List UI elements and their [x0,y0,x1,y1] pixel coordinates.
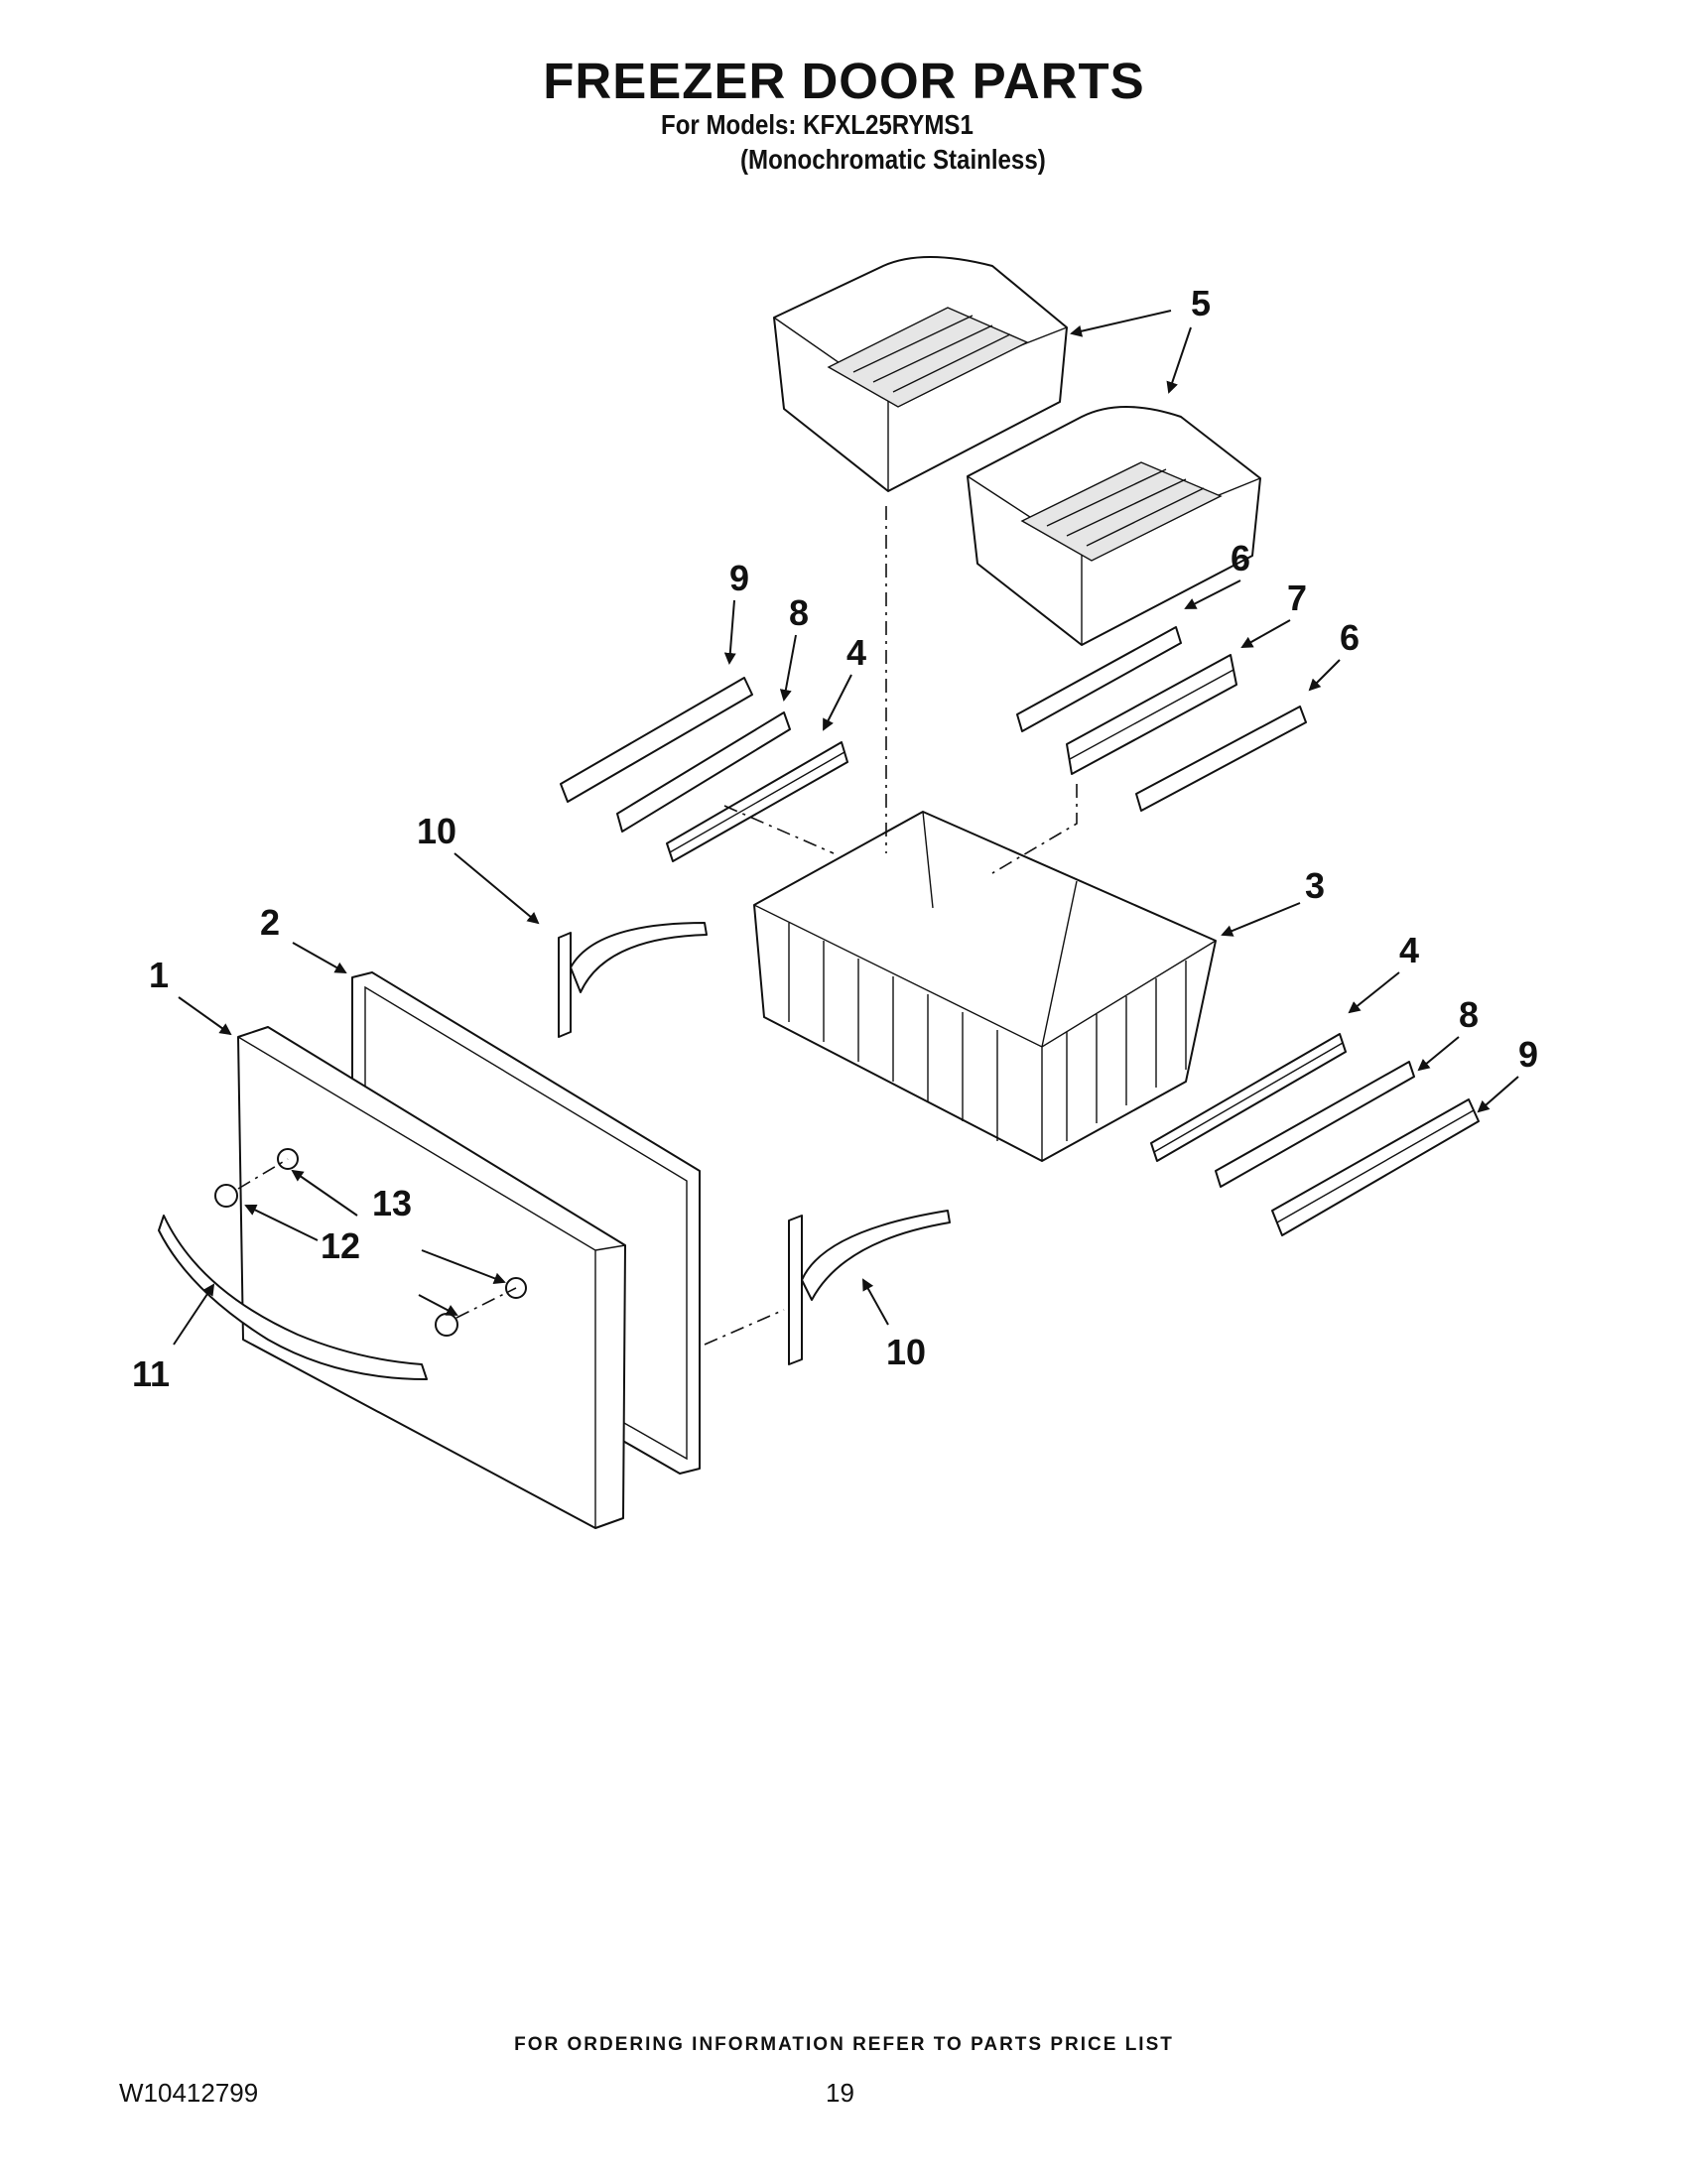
leader-lines [173,310,1519,1346]
page-title: FREEZER DOOR PARTS [543,53,1145,109]
callout-1: 1 [149,955,169,995]
main-basket-3 [753,811,1217,1162]
callout-3: 3 [1305,865,1325,906]
door-handle-11 [158,1215,428,1380]
left-rail-4 [666,741,848,862]
callout-12: 12 [321,1225,360,1266]
callout-10-lower: 10 [886,1332,926,1372]
right-rail-8 [1215,1061,1415,1188]
right-rail-7 [1066,654,1237,775]
handle-screw-12b [435,1313,458,1337]
callout-4-left: 4 [846,632,866,673]
variant-line: (Monochromatic Stainless) [740,144,1046,175]
freezer-door-1 [237,1026,626,1529]
callout-2: 2 [260,902,280,943]
callout-9-left: 9 [729,558,749,598]
callout-8-right: 8 [1459,994,1479,1035]
handle-screw-12a [214,1184,238,1208]
bracket-10-lower [788,1210,951,1365]
callout-5: 5 [1191,283,1211,323]
alignment-line-door [704,1309,785,1346]
left-rail-9 [560,677,753,803]
page-number: 19 [826,2078,854,2108]
right-rail-4 [1150,1033,1347,1162]
left-rail-8 [616,711,791,833]
callout-6-lower: 6 [1340,617,1360,658]
bracket-10-upper [558,922,708,1038]
right-rail-6-upper [1016,626,1182,732]
right-rail-9 [1271,1098,1480,1236]
alignment-line-screws [237,1158,517,1319]
callout-6-upper: 6 [1231,538,1250,578]
callout-11: 11 [132,1353,170,1394]
callout-10-upper: 10 [417,811,456,851]
alignment-line-rail [991,784,1078,874]
alignment-line-left-rail [723,805,835,854]
callout-7: 7 [1287,578,1307,618]
callout-8-left: 8 [789,592,809,633]
document-number: W10412799 [119,2078,259,2108]
callout-9-right: 9 [1518,1034,1538,1075]
models-line: For Models: KFXL25RYMS1 [661,109,974,140]
upper-basket-2 [967,406,1261,646]
callout-4-right: 4 [1399,930,1419,970]
callout-13: 13 [372,1183,412,1223]
right-rail-6-lower [1135,706,1307,812]
ordering-note: FOR ORDERING INFORMATION REFER TO PARTS … [514,2034,1174,2055]
upper-basket-1 [773,256,1068,492]
